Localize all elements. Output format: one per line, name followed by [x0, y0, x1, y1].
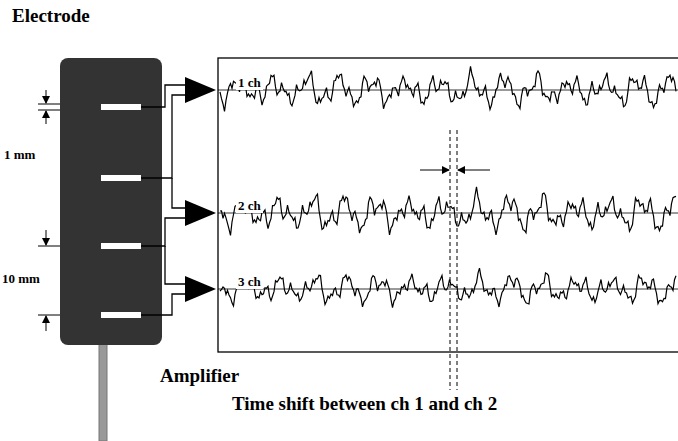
wires [141, 85, 185, 315]
amplifier-symbols [185, 77, 216, 302]
eeg-trace [220, 187, 676, 236]
time-shift-marks [420, 130, 490, 390]
baselines [218, 90, 678, 289]
eeg-trace [220, 268, 676, 308]
cable [99, 340, 107, 441]
channel-label: 2 ch [236, 199, 263, 213]
part-label: Amplifier [160, 366, 239, 387]
signal-panel [218, 58, 678, 352]
dimension-marks [38, 90, 60, 331]
waveforms [220, 66, 676, 307]
part-label: Electrode [12, 6, 90, 27]
channel-label: 3 ch [236, 275, 263, 289]
electrode-body [60, 58, 162, 345]
caption-note: Time shift between ch 1 and ch 2 [232, 394, 497, 415]
contacts [101, 104, 141, 318]
dimension-label: 10 mm [2, 272, 40, 286]
channel-label: 1 ch [236, 76, 263, 90]
eeg-trace [220, 66, 676, 111]
dimension-label: 1 mm [4, 148, 35, 162]
